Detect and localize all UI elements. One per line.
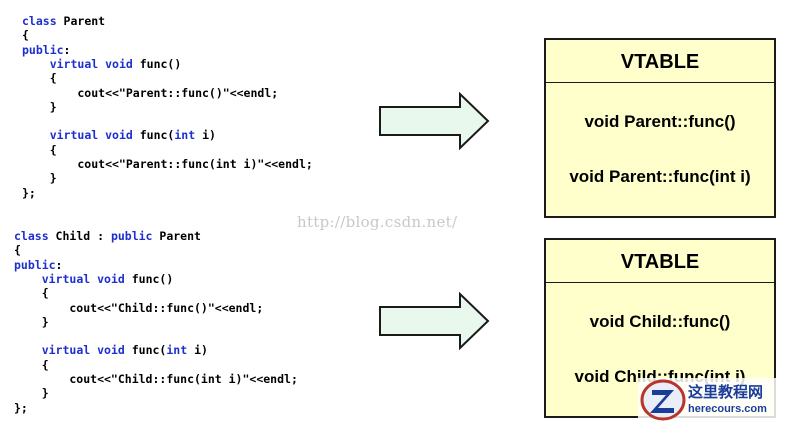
- code-line: cout<<"Parent::func(int i)"<<endl;: [22, 157, 313, 171]
- code-text: [22, 128, 50, 142]
- code-line: }: [22, 100, 57, 114]
- code-text: [14, 272, 42, 286]
- code-text: {: [22, 142, 57, 157]
- child-class-code: class Child : public Parent{public: virt…: [14, 229, 374, 415]
- code-line: virtual void func(): [22, 56, 182, 71]
- code-text: }: [14, 314, 49, 329]
- code-keyword: int: [166, 343, 188, 358]
- code-line: {: [22, 143, 57, 157]
- code-line: cout<<"Child::func()"<<endl;: [14, 301, 263, 315]
- code-keyword: void: [97, 271, 125, 286]
- code-text: func(: [124, 343, 167, 358]
- code-line: {: [14, 243, 21, 257]
- vtable-title: VTABLE: [546, 40, 774, 83]
- code-text: }: [22, 171, 57, 186]
- code-keyword: void: [105, 56, 133, 71]
- code-keyword: int: [174, 128, 196, 143]
- code-text: Parent: [152, 229, 201, 243]
- watermark: http://blog.csdn.net/: [297, 213, 458, 231]
- vtable-entry: void Child::func(): [589, 312, 731, 331]
- code-keyword: public: [14, 257, 56, 272]
- vtable-title: VTABLE: [546, 240, 774, 283]
- code-line: {: [14, 286, 49, 300]
- logo-z-icon: [640, 379, 686, 421]
- code-line: virtual void func(int i): [22, 128, 216, 142]
- code-keyword: virtual: [41, 271, 91, 286]
- code-text: {: [14, 357, 49, 372]
- code-line: public:: [22, 43, 70, 57]
- code-keyword: class: [22, 14, 57, 28]
- code-text: {: [14, 286, 49, 301]
- code-line: virtual void func(): [14, 271, 174, 286]
- code-line: {: [22, 71, 57, 85]
- code-keyword: class: [14, 229, 49, 243]
- code-line: public:: [14, 258, 62, 272]
- code-text: {: [22, 71, 57, 86]
- code-line: virtual void func(int i): [14, 343, 208, 357]
- code-text: cout<<"Child::func(int i)"<<endl;: [14, 372, 298, 386]
- code-line: cout<<"Parent::func()"<<endl;: [22, 86, 278, 100]
- code-text: }: [14, 386, 49, 401]
- code-text: [22, 57, 50, 71]
- code-text: func(): [124, 271, 174, 286]
- right-arrow-icon: [379, 292, 490, 350]
- code-line: class Child : public Parent: [14, 229, 201, 243]
- code-line: }: [14, 315, 49, 329]
- code-line: cout<<"Child::func(int i)"<<endl;: [14, 372, 298, 386]
- code-keyword: public: [110, 229, 153, 243]
- code-text: i): [195, 128, 216, 143]
- code-text: cout<<"Parent::func(int i)"<<endl;: [22, 157, 313, 171]
- code-line: class Parent: [22, 14, 105, 28]
- right-arrow-icon: [379, 92, 490, 150]
- code-text: Child :: [48, 229, 111, 243]
- code-text: func(): [132, 56, 182, 71]
- site-logo: 这里教程网 herecours.com: [638, 378, 784, 422]
- parent-vtable: VTABLE void Parent::func() void Parent::…: [544, 38, 776, 218]
- logo-url-text: herecours.com: [688, 403, 767, 415]
- code-text: }: [22, 99, 57, 114]
- code-text: {: [22, 28, 29, 43]
- logo-chinese-text: 这里教程网: [688, 383, 764, 401]
- code-keyword: void: [97, 343, 125, 358]
- code-text: {: [14, 243, 21, 258]
- code-text: };: [22, 185, 36, 200]
- code-line: };: [22, 186, 36, 200]
- code-text: };: [14, 400, 28, 415]
- vtable-entry: void Parent::func(int i): [569, 167, 751, 186]
- parent-class-code: class Parent{public: virtual void func()…: [22, 14, 382, 200]
- code-text: func(: [132, 128, 175, 143]
- code-keyword: public: [22, 42, 64, 57]
- code-line: }: [14, 386, 49, 400]
- code-keyword: void: [105, 128, 133, 143]
- code-text: cout<<"Child::func()"<<endl;: [14, 300, 264, 315]
- code-keyword: virtual: [41, 343, 91, 358]
- code-text: i): [187, 343, 208, 358]
- code-line: {: [14, 358, 49, 372]
- code-keyword: virtual: [49, 128, 99, 143]
- code-text: :: [63, 42, 71, 57]
- code-text: cout<<"Parent::func()"<<endl;: [22, 85, 279, 100]
- vtable-entry: void Parent::func(): [584, 112, 736, 131]
- code-text: Parent: [56, 14, 106, 28]
- code-text: :: [55, 257, 63, 272]
- code-text: [14, 343, 42, 357]
- code-keyword: virtual: [49, 56, 99, 71]
- code-line: }: [22, 171, 57, 185]
- code-line: };: [14, 401, 28, 415]
- code-line: {: [22, 28, 29, 42]
